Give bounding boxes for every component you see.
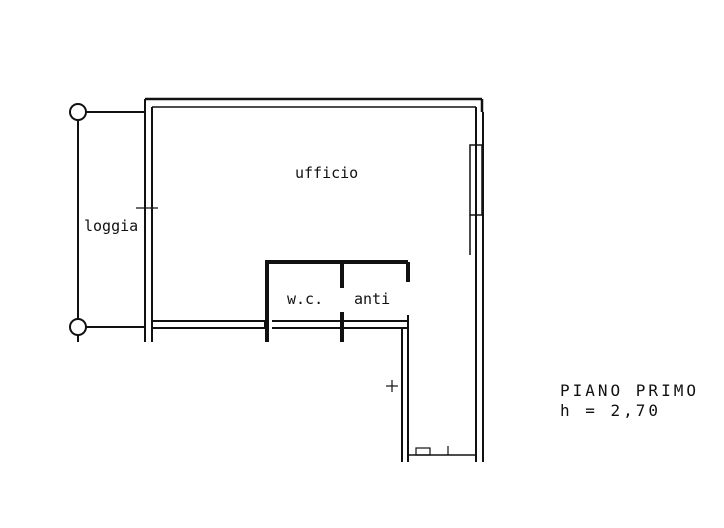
room-label-wc: w.c.: [287, 290, 323, 308]
wc-anti-block: [265, 260, 410, 342]
room-label-anti: anti: [354, 290, 390, 308]
right-window-upper: [469, 144, 483, 216]
entry-step-left: [415, 447, 431, 456]
ceiling-height: h = 2,70: [560, 401, 661, 420]
office-walls: [136, 97, 484, 462]
room-label-loggia: loggia: [84, 217, 138, 235]
column-top-marker: [69, 103, 87, 121]
column-bottom-marker: [69, 318, 87, 336]
loggia-boundary: [69, 103, 145, 342]
room-label-ufficio: ufficio: [295, 164, 358, 182]
floor-title: PIANO PRIMO: [560, 381, 699, 400]
